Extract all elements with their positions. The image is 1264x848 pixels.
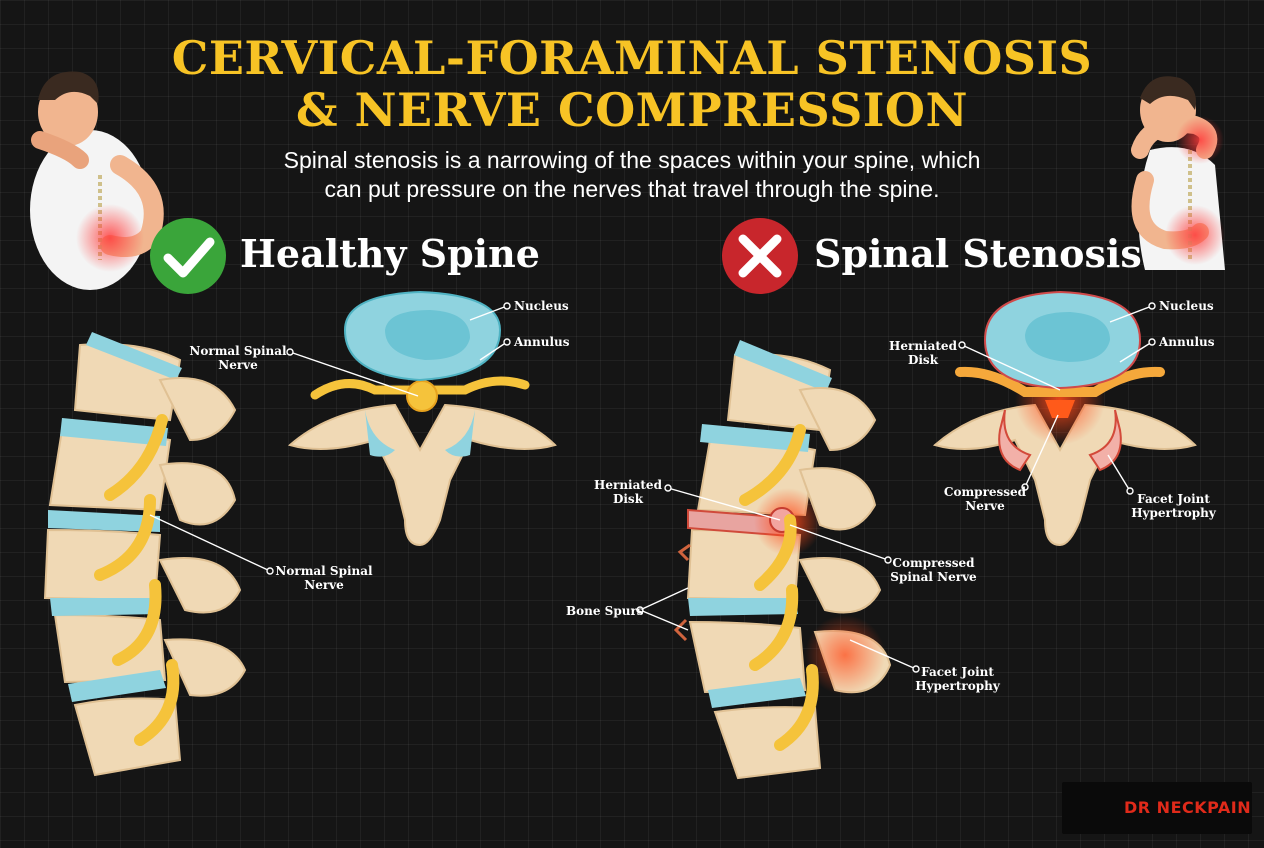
healthy-vertebra-axial bbox=[287, 290, 557, 547]
person-right-illustration bbox=[1131, 76, 1225, 270]
subtitle-line-1: Spinal stenosis is a narrowing of the sp… bbox=[283, 147, 981, 173]
stenosis-spine-lateral bbox=[673, 340, 892, 780]
label-stenosis-nucleus: Nucleus bbox=[1159, 299, 1214, 313]
cross-icon bbox=[722, 218, 798, 294]
dr-neckpain-logo: DR NECKPAIN bbox=[1062, 782, 1252, 834]
spinal-stenosis-heading: Spinal Stenosis bbox=[814, 231, 1142, 276]
label-healthy-annulus: Annulus bbox=[514, 335, 570, 349]
label-stenosis-annulus: Annulus bbox=[1159, 335, 1215, 349]
healthy-spine-heading: Healthy Spine bbox=[240, 231, 540, 276]
subtitle-line-2: can put pressure on the nerves that trav… bbox=[324, 176, 940, 202]
logo-text: DR NECKPAIN bbox=[1124, 798, 1252, 817]
leader-lines bbox=[149, 302, 1156, 673]
label-bone-spurs: Bone Spurs bbox=[566, 604, 644, 618]
page-title-line-2: & NERVE COMPRESSION bbox=[295, 83, 969, 137]
check-icon bbox=[150, 218, 226, 294]
stenosis-vertebra-axial bbox=[932, 290, 1197, 547]
person-left-illustration bbox=[30, 71, 164, 290]
healthy-spine-lateral bbox=[43, 332, 247, 777]
label-healthy-nucleus: Nucleus bbox=[514, 299, 569, 313]
page-title-line-1: CERVICAL-FORAMINAL STENOSIS bbox=[171, 31, 1093, 85]
